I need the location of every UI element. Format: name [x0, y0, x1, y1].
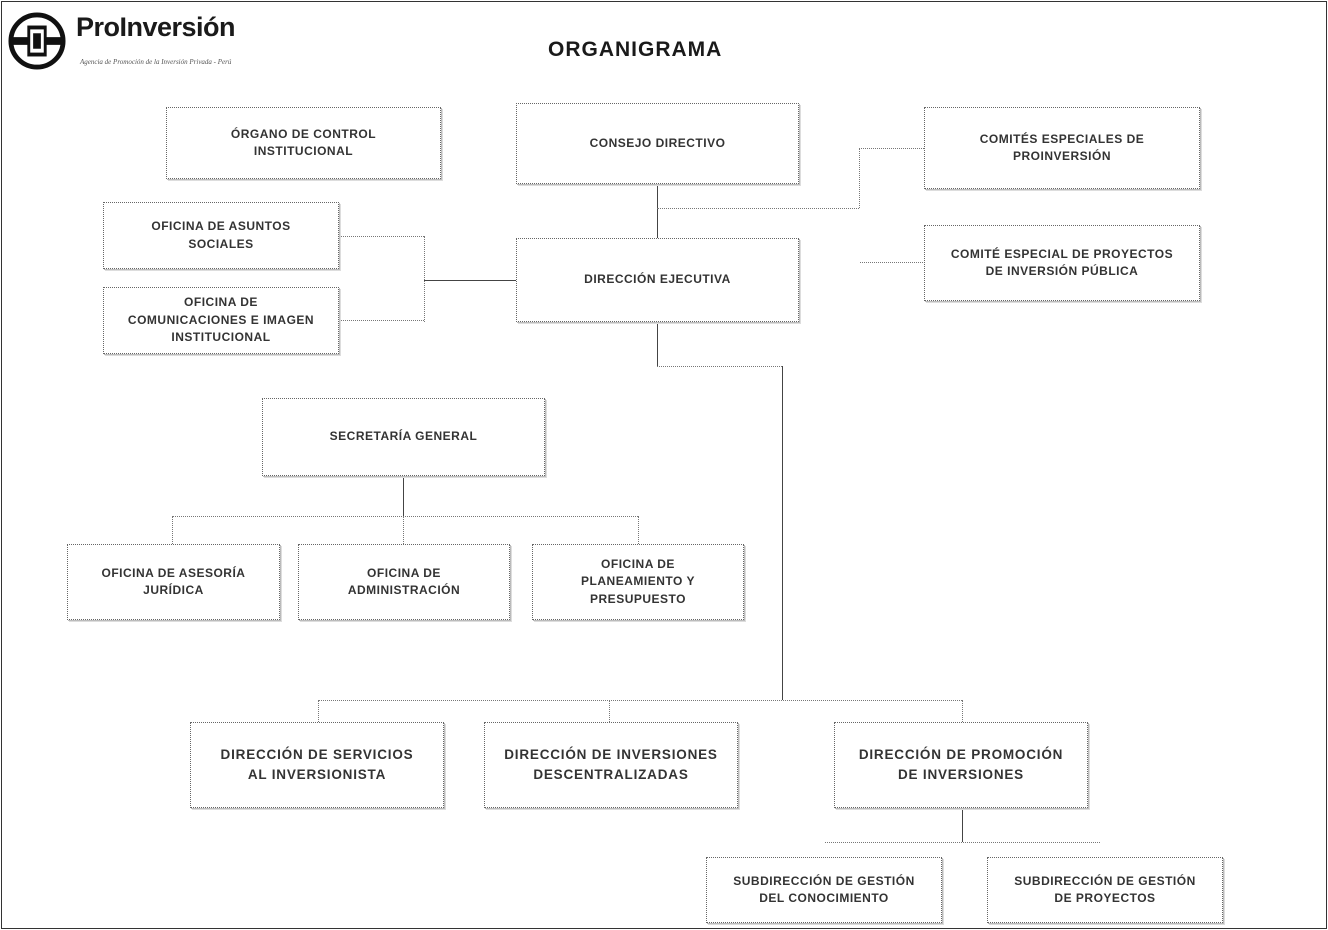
- chart-title: ORGANIGRAMA: [548, 38, 723, 61]
- direccion-inversiones-descentralizadas-box: DIRECCIÓN DE INVERSIONES DESCENTRALIZADA…: [484, 722, 738, 808]
- direccion-servicios-inversionista-box: DIRECCIÓN DE SERVICIOS AL INVERSIONISTA: [190, 722, 444, 808]
- oficina-asesoria-juridica-box: OFICINA DE ASESORÍA JURÍDICA: [67, 544, 280, 620]
- oficina-planeamiento-presupuesto-box: OFICINA DE PLANEAMIENTO Y PRESUPUESTO: [532, 544, 744, 620]
- subdireccion-gestion-proyectos-box: SUBDIRECCIÓN DE GESTIÓN DE PROYECTOS: [987, 857, 1223, 923]
- direccion-ejecutiva-box: DIRECCIÓN EJECUTIVA: [516, 238, 799, 322]
- oficina-asuntos-sociales-box: OFICINA DE ASUNTOS SOCIALES: [103, 202, 339, 269]
- organo-control-institucional-box: ÓRGANO DE CONTROL INSTITUCIONAL: [166, 107, 441, 179]
- oficina-comunicaciones-box: OFICINA DE COMUNICACIONES E IMAGEN INSTI…: [103, 287, 339, 354]
- proinversion-logo: ProInversión Agencia de Promoción de la …: [6, 8, 316, 78]
- brand-tagline: Agencia de Promoción de la Inversión Pri…: [80, 58, 232, 66]
- subdireccion-gestion-conocimiento-box: SUBDIRECCIÓN DE GESTIÓN DEL CONOCIMIENTO: [706, 857, 942, 923]
- oficina-administracion-box: OFICINA DE ADMINISTRACIÓN: [298, 544, 510, 620]
- consejo-directivo-box: CONSEJO DIRECTIVO: [516, 103, 799, 184]
- proinversion-logo-icon: [8, 12, 66, 70]
- brand-name: ProInversión: [76, 12, 236, 42]
- comite-proyectos-inversion-publica-box: COMITÉ ESPECIAL DE PROYECTOS DE INVERSIÓ…: [924, 225, 1200, 301]
- direccion-promocion-inversiones-box: DIRECCIÓN DE PROMOCIÓN DE INVERSIONES: [834, 722, 1088, 808]
- comites-especiales-box: COMITÉS ESPECIALES DE PROINVERSIÓN: [924, 107, 1200, 189]
- secretaria-general-box: SECRETARÍA GENERAL: [262, 398, 545, 476]
